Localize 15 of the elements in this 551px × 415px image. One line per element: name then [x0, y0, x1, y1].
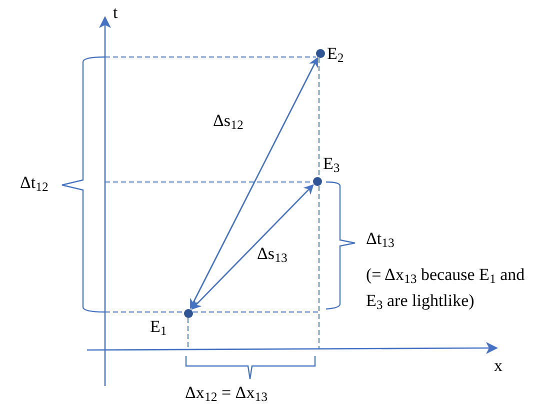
double-arrow — [191, 184, 314, 310]
event-label: E$_{3}$ — [323, 153, 340, 174]
axis-label: x — [494, 355, 502, 376]
edge-label: Δs$_{13}$ — [257, 243, 288, 264]
event-label: E$_{1}$ — [150, 316, 167, 338]
axis-label: t — [113, 2, 118, 24]
brace-label: Δx$_{12}$ = Δx$_{13}$ — [185, 382, 268, 404]
brace-label: Δt$_{13}$ — [366, 228, 394, 250]
event-point — [316, 48, 324, 58]
event-point — [184, 308, 192, 318]
double-arrow — [190, 57, 318, 309]
brace-label: Δt$_{12}$ — [20, 172, 48, 194]
note-text: (= Δx$_{13}$ because E$_{1}$ and E$_{3}$ are lightlike) — [366, 264, 526, 314]
event-label: E$_{2}$ — [327, 43, 344, 64]
event-point — [312, 176, 322, 186]
